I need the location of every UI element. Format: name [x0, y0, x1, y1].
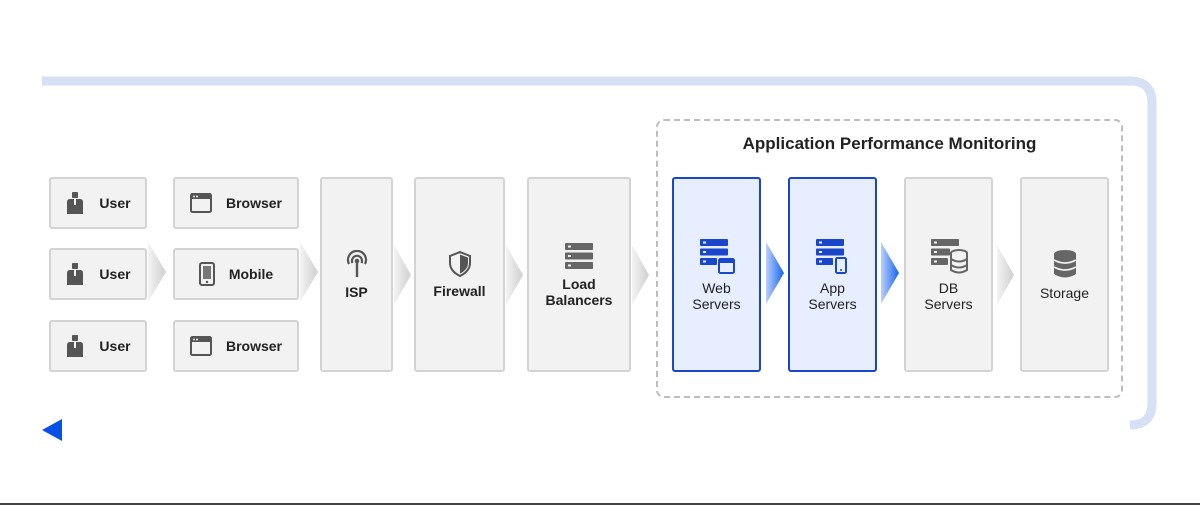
- browser-icon: [189, 193, 212, 213]
- chevron-arrow: [506, 245, 523, 305]
- mobile-node[interactable]: Mobile: [173, 248, 299, 300]
- user-node[interactable]: User: [49, 320, 147, 372]
- chevron-arrow: [632, 245, 649, 305]
- user-icon: [65, 192, 85, 214]
- web-servers-node[interactable]: Web Servers: [672, 177, 761, 372]
- apm-title: Application Performance Monitoring: [742, 134, 1037, 153]
- apm-group-border: [656, 119, 1123, 398]
- loop-top-line: [42, 76, 1157, 430]
- browser-node[interactable]: Browser: [173, 177, 299, 229]
- user-icon: [65, 335, 85, 357]
- firewall-label: Firewall: [433, 282, 486, 299]
- chevron-arrow: [148, 242, 166, 302]
- app-server-icon: [815, 238, 851, 274]
- isp-node[interactable]: ISP: [320, 177, 393, 372]
- storage-label: Storage: [1039, 284, 1090, 301]
- storage-node[interactable]: Storage: [1020, 177, 1109, 372]
- app-servers-label: App Servers: [808, 279, 857, 312]
- isp-label: ISP: [345, 283, 368, 300]
- shield-icon: [448, 250, 471, 277]
- bottom-divider: [0, 503, 1200, 505]
- firewall-node[interactable]: Firewall: [414, 177, 505, 372]
- chevron-arrow: [394, 245, 411, 305]
- database-icon: [1052, 249, 1078, 279]
- chevron-arrow: [300, 242, 318, 302]
- web-server-icon: [699, 238, 735, 274]
- db-servers-label: DB Servers: [924, 279, 973, 312]
- return-arrow-head: [42, 419, 62, 441]
- mobile-icon: [198, 262, 215, 286]
- antenna-icon: [344, 249, 370, 278]
- user-label: User: [99, 266, 131, 282]
- db-server-icon: [930, 238, 968, 274]
- user-icon: [65, 263, 85, 285]
- browser-label: Browser: [225, 338, 283, 354]
- browser-icon: [189, 336, 212, 356]
- mobile-label: Mobile: [228, 266, 274, 282]
- user-label: User: [99, 195, 131, 211]
- browser-label: Browser: [225, 195, 283, 211]
- server-rack-icon: [564, 242, 594, 270]
- db-servers-node[interactable]: DB Servers: [904, 177, 993, 372]
- browser-node[interactable]: Browser: [173, 320, 299, 372]
- load-balancers-label: Load Balancers: [545, 275, 613, 308]
- load-balancers-node[interactable]: Load Balancers: [527, 177, 631, 372]
- app-servers-node[interactable]: App Servers: [788, 177, 877, 372]
- user-node[interactable]: User: [49, 177, 147, 229]
- user-label: User: [99, 338, 131, 354]
- chevron-arrow: [997, 245, 1014, 305]
- user-node[interactable]: User: [49, 248, 147, 300]
- web-servers-label: Web Servers: [692, 279, 741, 312]
- chevron-arrow-active: [881, 242, 899, 304]
- chevron-arrow-active: [766, 242, 784, 304]
